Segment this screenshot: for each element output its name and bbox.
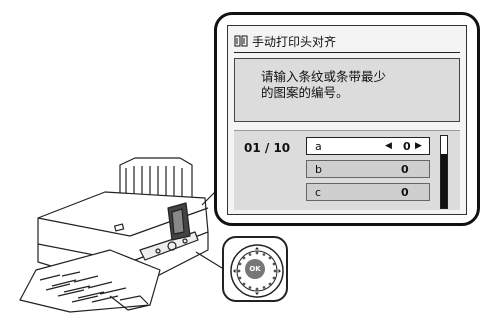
lcd-zoom-frame: 手动打印头对齐 请输入条纹或条带最少 的图案的编号。 01 / 10 a ◀ 0… bbox=[214, 12, 480, 226]
row-value: 0 bbox=[401, 162, 409, 176]
row-label: b bbox=[315, 162, 322, 176]
alignment-panel: 01 / 10 a ◀ 0 ▶ b 0 c 0 bbox=[234, 130, 460, 210]
row-b[interactable]: b 0 bbox=[306, 160, 430, 178]
instruction-box: 请输入条纹或条带最少 的图案的编号。 bbox=[234, 58, 460, 122]
scroll-thumb[interactable] bbox=[441, 154, 447, 208]
screen-title-row: 手动打印头对齐 bbox=[234, 32, 459, 50]
row-c[interactable]: c 0 bbox=[306, 183, 430, 201]
title-divider bbox=[234, 52, 460, 53]
scrollbar[interactable] bbox=[440, 135, 448, 209]
row-value: 0 bbox=[401, 185, 409, 199]
instruction-text: 请输入条纹或条带最少 的图案的编号。 bbox=[261, 69, 387, 100]
row-label: a bbox=[315, 139, 322, 153]
row-value: 0 bbox=[403, 139, 411, 153]
page-counter: 01 / 10 bbox=[244, 141, 291, 155]
ok-button[interactable]: OK bbox=[245, 259, 265, 279]
lcd-screen: 手动打印头对齐 请输入条纹或条带最少 的图案的编号。 01 / 10 a ◀ 0… bbox=[227, 25, 467, 215]
row-label: c bbox=[315, 185, 322, 199]
screen-title: 手动打印头对齐 bbox=[252, 34, 337, 49]
arrow-left-icon[interactable]: ◀ bbox=[385, 141, 392, 151]
arrow-right-icon[interactable]: ▶ bbox=[415, 141, 422, 151]
row-a[interactable]: a ◀ 0 ▶ bbox=[306, 137, 430, 155]
control-panel-zoom: OK bbox=[222, 236, 288, 302]
print-head-icon bbox=[234, 35, 248, 47]
